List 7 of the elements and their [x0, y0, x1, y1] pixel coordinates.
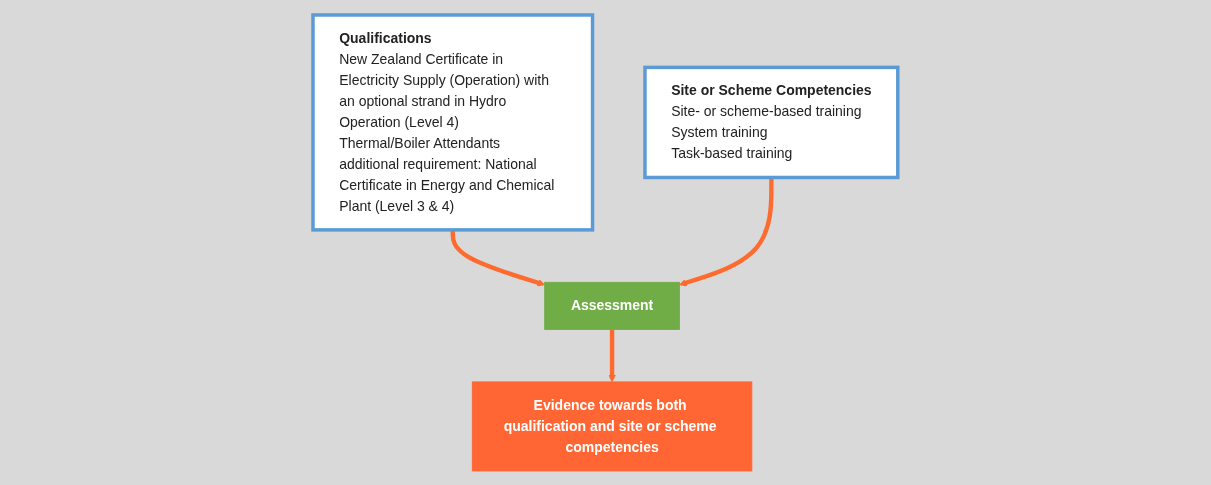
node-box: Evidence towards both qualification and site or scheme competencies: [471, 380, 753, 471]
arrow: [450, 229, 546, 286]
node-box: Site or Scheme Competencies Site- or scheme-based training System training Task-based training: [643, 65, 900, 179]
node-box: Qualifications New Zealand Certificate in Electricity Supply (Operation) with an optional strand in Hydro Operation (Level 4) Thermal/Boiler Attendants additional requirement: National Certificate in Energy and Chemical Plant (Level 3 & 4): [311, 12, 595, 232]
arrow: [679, 176, 774, 286]
node-box: Assessment: [544, 281, 680, 330]
arrow: [608, 329, 616, 382]
